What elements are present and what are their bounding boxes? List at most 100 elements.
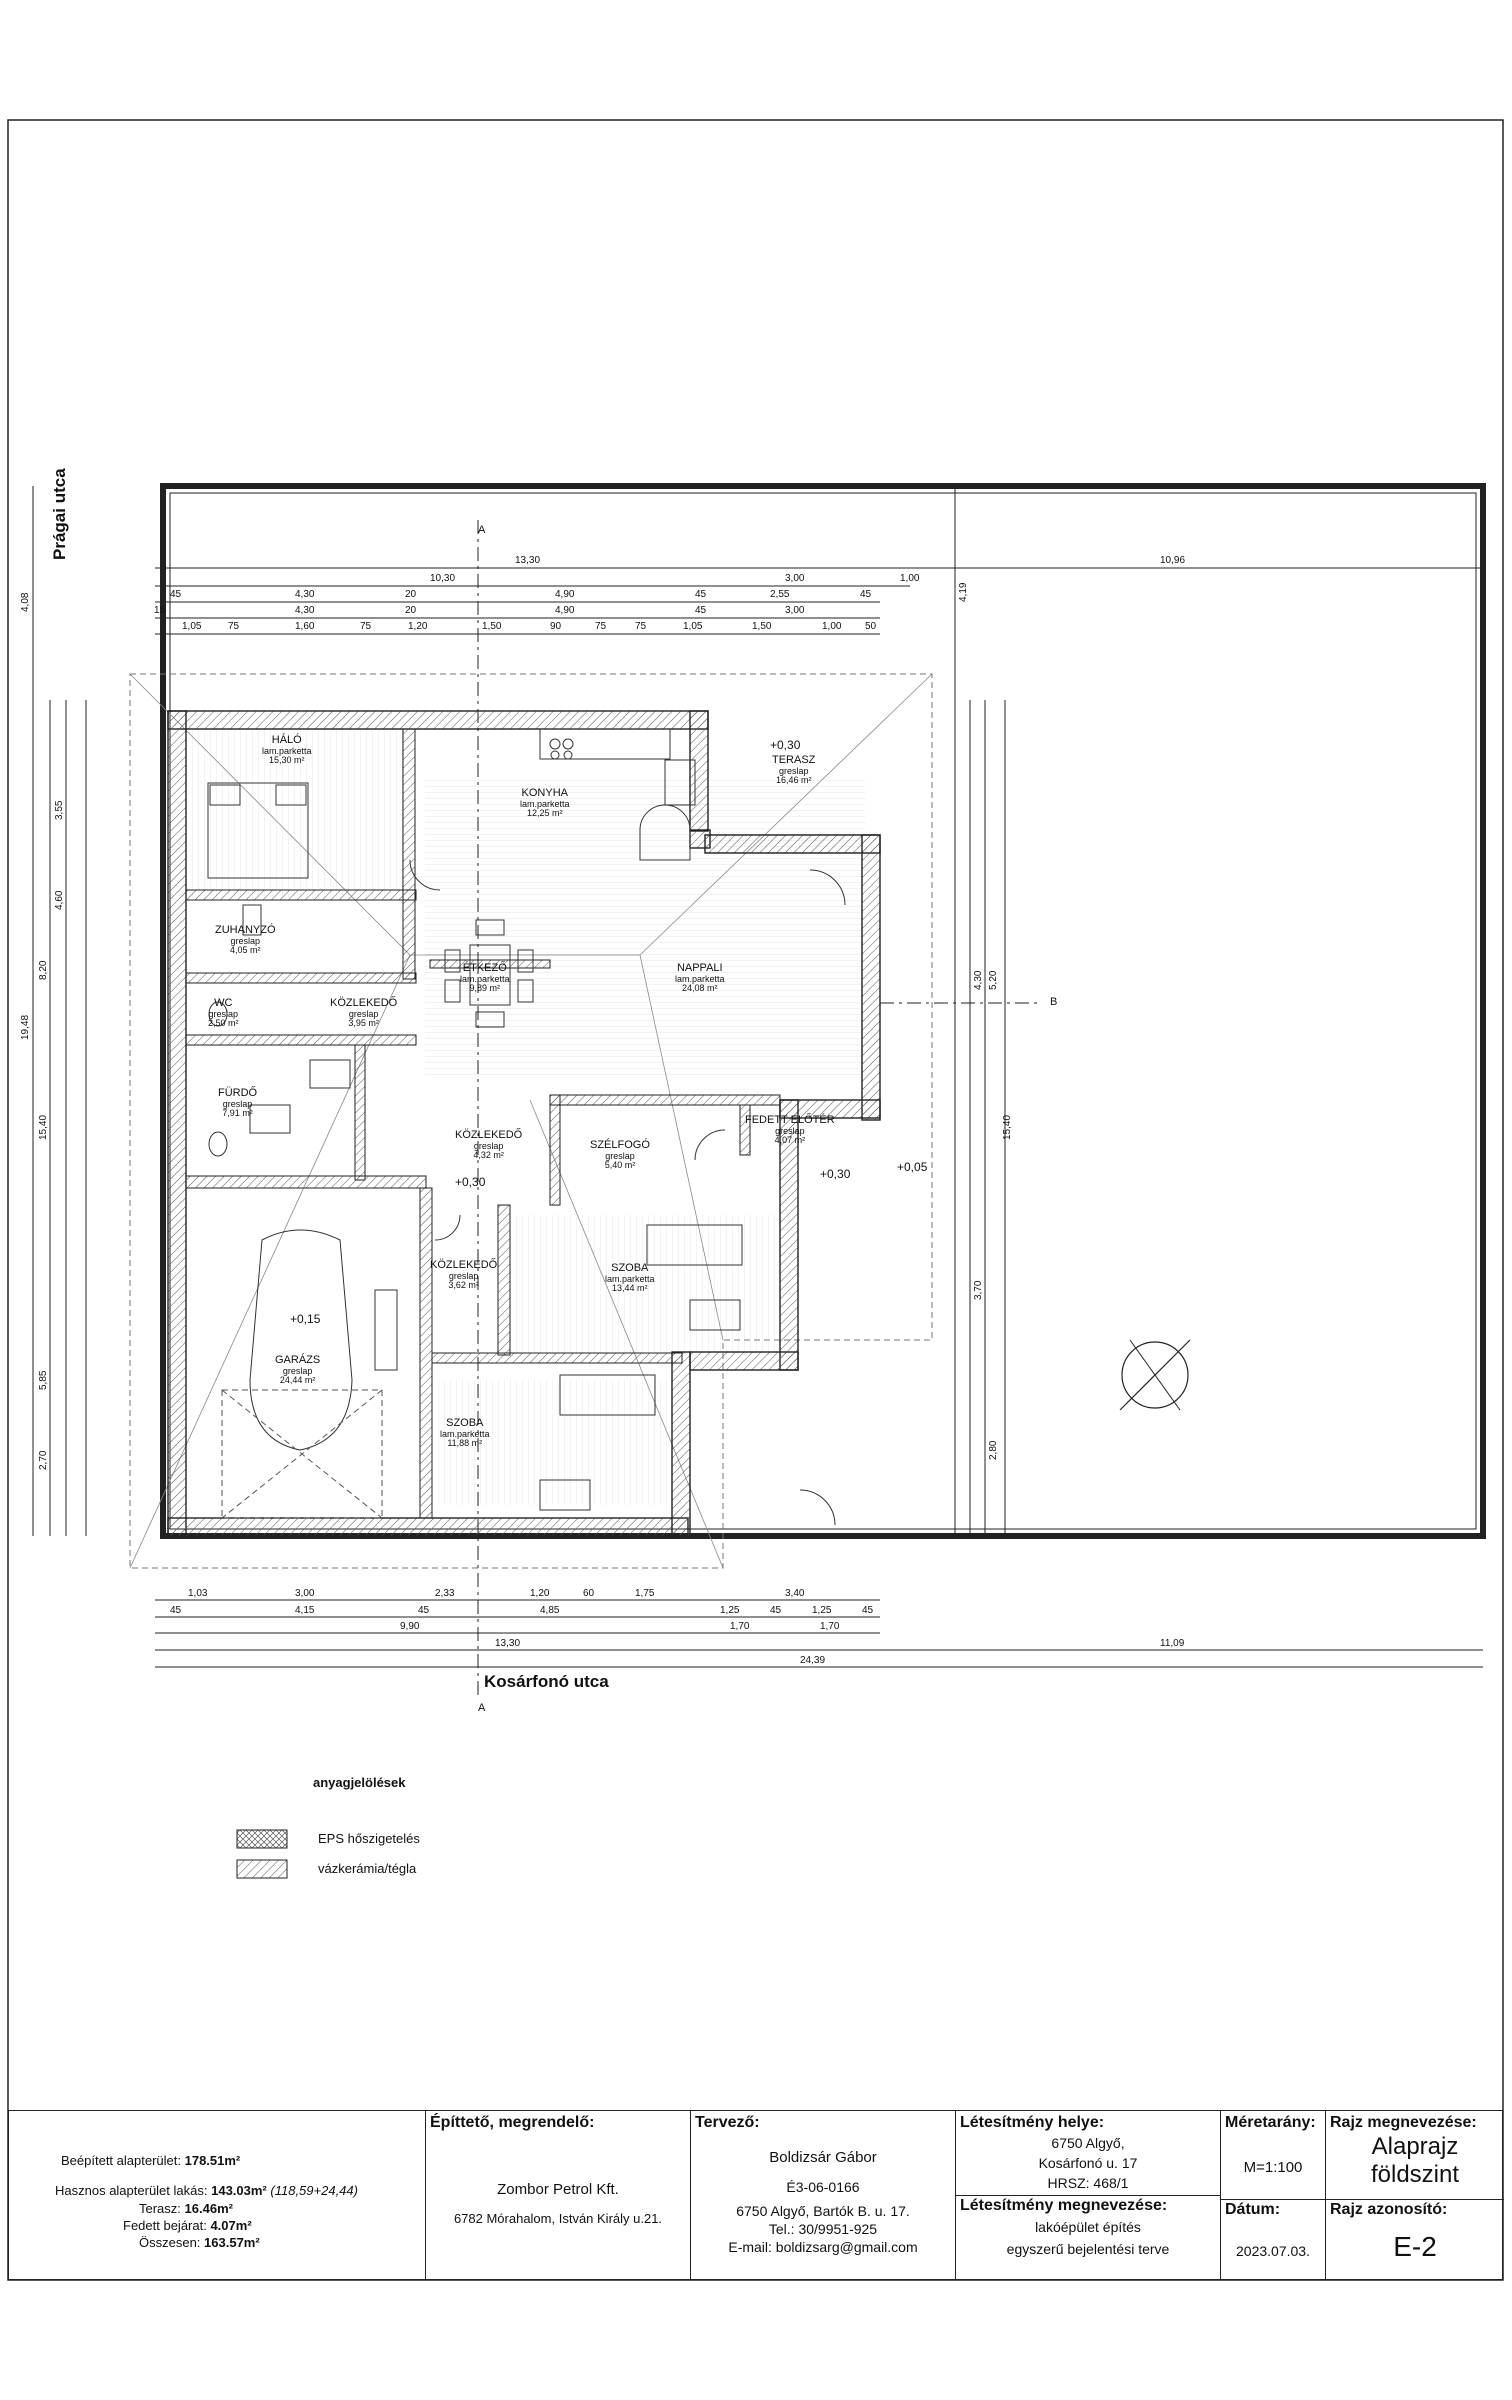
dimension-label: 2,80 [988, 1440, 999, 1460]
dimension-label: 1,75 [635, 1588, 655, 1599]
room-name: KÖZLEKEDŐ [455, 1129, 523, 1141]
dimension-label: 1,70 [820, 1621, 840, 1632]
dimension-label: 3,40 [785, 1588, 805, 1599]
designer-address: 6750 Algyő, Bartók B. u. 17. [736, 2203, 910, 2219]
dimension-label: 5,20 [988, 970, 999, 990]
street-label-top: Prágai utca [50, 468, 69, 560]
room-floor: lam.parketta [460, 973, 510, 984]
dimension-label: 1,25 [720, 1605, 740, 1616]
useful-area-value: 143.03m² [211, 2183, 267, 2198]
room-area: 11,88 m² [447, 1437, 483, 1448]
dimension-label: 1,20 [408, 621, 428, 632]
dimension-label: 45 [860, 589, 872, 600]
room-area: 3,95 m² [348, 1017, 379, 1028]
room-name: HÁLÓ [271, 734, 302, 746]
room-floor: greslap [448, 1270, 479, 1281]
dimension-label: 15,40 [1002, 1114, 1013, 1140]
room-name: SZOBA [611, 1262, 649, 1274]
room-floor: lam.parketta [605, 1273, 655, 1284]
room-name: NAPPALI [676, 962, 723, 974]
dimension-label: 19,48 [20, 1014, 31, 1040]
dimension-label: 4,15 [295, 1605, 315, 1616]
room-area: 5,40 m² [604, 1159, 636, 1170]
dimension-label: 1,03 [188, 1588, 208, 1599]
dimension-label: 1,20 [530, 1588, 550, 1599]
area-summary: Beépített alapterület: 178.51m² Hasznos … [9, 2111, 426, 2279]
dimension-label: 1,05 [182, 621, 202, 632]
dimension-label: 5,85 [38, 1370, 49, 1390]
room-area: 15,30 m² [269, 754, 305, 765]
room-name: GARÁZS [275, 1354, 321, 1366]
room-floor: greslap [222, 1098, 253, 1109]
level-label: +0,30 [455, 1175, 486, 1189]
room-name: ÉTKEZŐ [462, 962, 507, 974]
section-mark-b: B [1050, 996, 1058, 1008]
designer-phone: Tel.: 30/9951-925 [768, 2221, 878, 2237]
room-area: 4,05 m² [229, 944, 261, 955]
room-floor: lam.parketta [440, 1428, 490, 1439]
sheet-border [7, 119, 1504, 2281]
dimension-label: 3,00 [295, 1588, 315, 1599]
dimension-label: 1,50 [752, 621, 772, 632]
level-label: +0,15 [290, 1312, 321, 1326]
room-name: WC [214, 997, 233, 1009]
dimension-label: 45 [170, 1605, 182, 1616]
entry-area-value: 4.07m² [210, 2218, 252, 2233]
dimension-label: 13,30 [495, 1638, 521, 1649]
room-floor: greslap [473, 1140, 504, 1151]
legend-swatch-brick [236, 1859, 288, 1879]
level-label: +0,05 [897, 1160, 928, 1174]
dimension-label: 4,30 [295, 605, 315, 616]
title-block: Beépített alapterület: 178.51m² Hasznos … [8, 2110, 1504, 2280]
dimension-label: 4,08 [20, 592, 31, 612]
dimension-label: 10,30 [430, 573, 456, 584]
designer-code: É3-06-0166 [786, 2179, 860, 2195]
total-area-value: 163.57m² [204, 2235, 260, 2250]
furniture [207, 728, 743, 1511]
plot-boundary [160, 483, 1486, 1539]
room-name: KÖZLEKEDŐ [330, 997, 398, 1009]
legend-label-eps: EPS hőszigetelés [318, 1831, 420, 1846]
room-area: 9,89 m² [469, 982, 501, 993]
dimension-label: 60 [583, 1588, 595, 1599]
room-name: FEDETT ELŐTÉR [745, 1114, 835, 1126]
dimension-label: 90 [550, 621, 562, 632]
dimension-label: 45 [695, 605, 707, 616]
room-floor: greslap [282, 1365, 313, 1376]
dimension-label: 4,90 [555, 605, 575, 616]
room-floor: greslap [208, 1008, 239, 1019]
drawing-name: Alaprajz [1371, 2133, 1459, 2160]
room-name: FÜRDŐ [218, 1087, 258, 1099]
dimension-label: 13,30 [515, 555, 541, 566]
dimension-label: 4,60 [54, 890, 65, 910]
dimension-label: 24,39 [800, 1655, 826, 1666]
terrace-area-value: 16.46m² [184, 2201, 233, 2216]
north-arrow-icon [1121, 1341, 1189, 1409]
room-name: TERASZ [772, 754, 816, 766]
level-label: +0,30 [770, 738, 801, 752]
room-area: 2,50 m² [208, 1017, 239, 1028]
legend-title: anyagjelölések [313, 1775, 406, 1790]
dimension-label: 2,55 [770, 589, 790, 600]
designer-email: E-mail: boldizsarg@gmail.com [728, 2239, 918, 2255]
designer-cell: Tervező: Boldizsár Gábor É3-06-0166 6750… [691, 2111, 956, 2279]
dimension-label: 45 [418, 1605, 430, 1616]
room-area: 24,08 m² [682, 982, 718, 993]
dimension-label: 4,30 [295, 589, 315, 600]
dimension-label: 15,40 [38, 1114, 49, 1140]
dimension-label: 45 [695, 589, 707, 600]
dimension-label: 1,00 [900, 573, 920, 584]
dimension-label: 75 [595, 621, 607, 632]
section-mark-a: A [478, 524, 486, 536]
dimension-label: 15 [154, 605, 166, 616]
dimension-label: 50 [865, 621, 877, 632]
